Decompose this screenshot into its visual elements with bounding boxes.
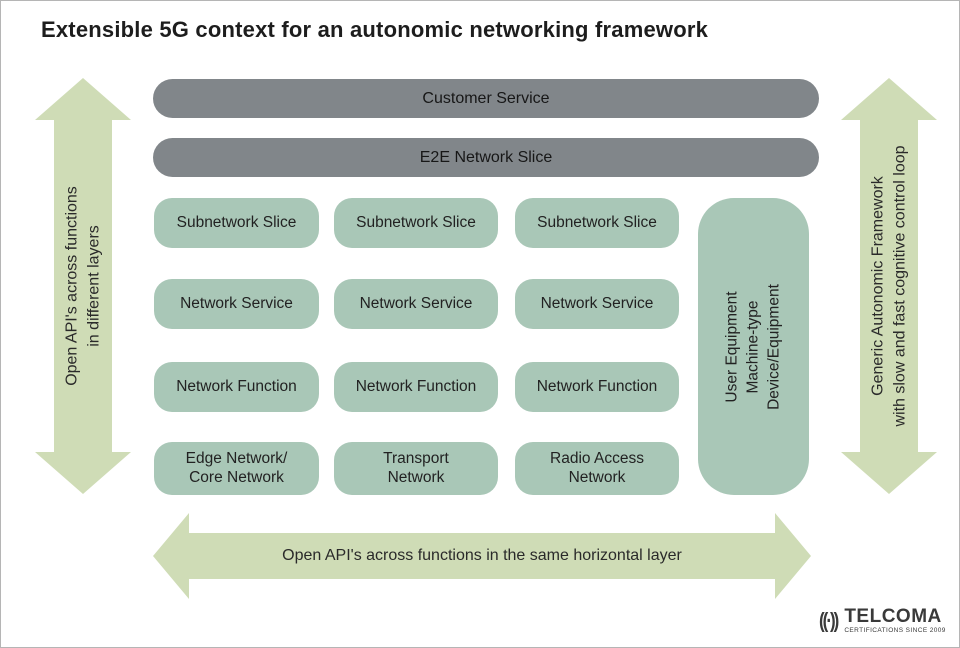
network-function-box-3: Network Function [515, 362, 679, 412]
right-arrow-label-line1: Generic Autonomic Framework [869, 176, 887, 396]
user-equipment-label-line3: Device/Equipment [764, 283, 782, 410]
network-service-box-1: Network Service [154, 279, 319, 329]
customer-service-bar: Customer Service [153, 79, 819, 118]
radio-access-network-box: Radio Access Network [515, 442, 679, 495]
network-function-box-2: Network Function [334, 362, 498, 412]
left-arrow-label-line1: Open API's across functions [63, 186, 81, 386]
subnetwork-slice-box-1: Subnetwork Slice [154, 198, 319, 248]
user-equipment-label-line1: User Equipment [723, 290, 741, 403]
telcoma-logo: ((·)) TELCOMA CERTIFICATIONS SINCE 2009 [819, 607, 947, 635]
user-equipment-box: User Equipment Machine-type Device/Equip… [698, 198, 809, 495]
right-arrow-label-line2: with slow and fast cognitive control loo… [891, 145, 908, 427]
logo-tagline: CERTIFICATIONS SINCE 2009 [844, 627, 946, 634]
user-equipment-label: User Equipment Machine-type Device/Equip… [722, 284, 785, 410]
transport-network-box: Transport Network [334, 442, 498, 495]
e2e-network-slice-bar: E2E Network Slice [153, 138, 819, 177]
edge-core-network-box: Edge Network/ Core Network [154, 442, 319, 495]
user-equipment-label-line2: Machine-type [744, 299, 762, 394]
right-vertical-arrow: Generic Autonomic Framework with slow an… [841, 78, 937, 494]
right-arrow-label: Generic Autonomic Framework with slow an… [867, 145, 910, 426]
network-service-box-2: Network Service [334, 279, 498, 329]
bottom-arrow-label: Open API's across functions in the same … [282, 547, 682, 564]
subnetwork-slice-box-3: Subnetwork Slice [515, 198, 679, 248]
subnetwork-slice-box-2: Subnetwork Slice [334, 198, 498, 248]
page-title: Extensible 5G context for an autonomic n… [41, 17, 709, 42]
left-arrow-label-line2: in different layers [85, 225, 102, 347]
logo-name: TELCOMA [844, 606, 942, 627]
left-vertical-arrow: Open API's across functions in different… [35, 78, 131, 494]
network-function-box-1: Network Function [154, 362, 319, 412]
left-arrow-label: Open API's across functions in different… [61, 186, 104, 386]
network-service-box-3: Network Service [515, 279, 679, 329]
signal-icon: ((·)) [819, 608, 839, 632]
bottom-horizontal-arrow: Open API's across functions in the same … [153, 513, 811, 599]
